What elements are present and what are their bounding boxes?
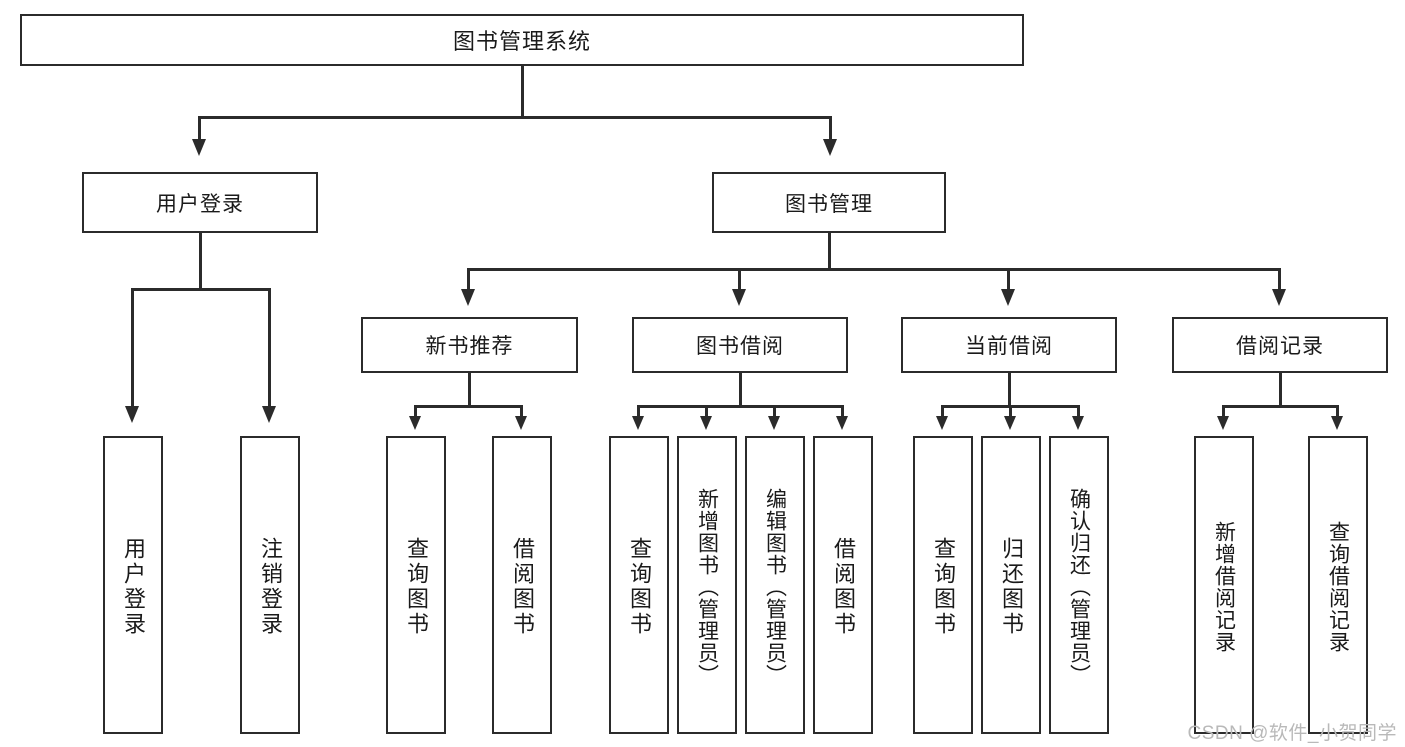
arrowhead-current-borrow-leaf-2 bbox=[1072, 416, 1084, 430]
connector-level3-drop-1 bbox=[738, 268, 741, 290]
connector-book-borrow-drop-2 bbox=[773, 405, 776, 417]
connector-root-stem bbox=[521, 66, 524, 116]
connector-current-borrow-drop-2 bbox=[1077, 405, 1080, 417]
leaf-book-borrow-2[interactable]: 编辑图书（管理员） bbox=[745, 436, 805, 734]
connector-borrow-record-bus bbox=[1222, 405, 1338, 408]
leaf-current-borrow-1[interactable]: 归还图书 bbox=[981, 436, 1041, 734]
arrowhead-current-borrow-leaf-0 bbox=[936, 416, 948, 430]
connector-level2-bus bbox=[198, 116, 832, 119]
arrowhead-new-book-leaf-1 bbox=[515, 416, 527, 430]
arrowhead-level3-3 bbox=[1272, 289, 1286, 306]
arrowhead-borrow-record-leaf-1 bbox=[1331, 416, 1343, 430]
connector-user-login-stem bbox=[199, 233, 202, 288]
node-root-book-management-system[interactable]: 图书管理系统 bbox=[20, 14, 1024, 66]
connector-level3-drop-3 bbox=[1278, 268, 1281, 290]
connector-book-borrow-bus bbox=[637, 405, 843, 408]
arrowhead-book-borrow-leaf-1 bbox=[700, 416, 712, 430]
connector-book-borrow-drop-0 bbox=[637, 405, 640, 417]
arrowhead-book-borrow-leaf-3 bbox=[836, 416, 848, 430]
leaf-borrow-record-0[interactable]: 新增借阅记录 bbox=[1194, 436, 1254, 734]
node-book-borrow[interactable]: 图书借阅 bbox=[632, 317, 848, 373]
connector-new-book-stem bbox=[468, 373, 471, 405]
arrowhead-new-book-leaf-0 bbox=[409, 416, 421, 430]
connector-new-book-drop-1 bbox=[520, 405, 523, 417]
connector-book-borrow-drop-3 bbox=[841, 405, 844, 417]
leaf-borrow-record-1[interactable]: 查询借阅记录 bbox=[1308, 436, 1368, 734]
arrowhead-user-login-leaf-0 bbox=[125, 406, 139, 423]
leaf-user-login-1[interactable]: 注销登录 bbox=[240, 436, 300, 734]
arrowhead-user-login-leaf-1 bbox=[262, 406, 276, 423]
connector-level2-drop-book-management bbox=[829, 116, 832, 141]
arrowhead-user-login bbox=[192, 139, 206, 156]
connector-user-login-bus bbox=[131, 288, 270, 291]
connector-user-login-drop-1 bbox=[268, 288, 271, 408]
connector-book-management-stem bbox=[828, 233, 831, 268]
leaf-book-borrow-3[interactable]: 借阅图书 bbox=[813, 436, 873, 734]
connector-book-borrow-drop-1 bbox=[705, 405, 708, 417]
connector-new-book-drop-0 bbox=[414, 405, 417, 417]
connector-level3-drop-0 bbox=[467, 268, 470, 290]
arrowhead-book-borrow-leaf-0 bbox=[632, 416, 644, 430]
connector-level3-bus bbox=[467, 268, 1281, 271]
arrowhead-current-borrow-leaf-1 bbox=[1004, 416, 1016, 430]
connector-level2-drop-user-login bbox=[198, 116, 201, 141]
node-current-borrow[interactable]: 当前借阅 bbox=[901, 317, 1117, 373]
leaf-book-borrow-1[interactable]: 新增图书（管理员） bbox=[677, 436, 737, 734]
csdn-watermark: CSDN @软件_小贺同学 bbox=[1187, 723, 1397, 744]
arrowhead-level3-0 bbox=[461, 289, 475, 306]
arrowhead-level3-1 bbox=[732, 289, 746, 306]
connector-book-borrow-stem bbox=[739, 373, 742, 405]
connector-level3-drop-2 bbox=[1007, 268, 1010, 290]
arrowhead-book-management bbox=[823, 139, 837, 156]
arrowhead-level3-2 bbox=[1001, 289, 1015, 306]
leaf-user-login-0[interactable]: 用户登录 bbox=[103, 436, 163, 734]
node-user-login[interactable]: 用户登录 bbox=[82, 172, 318, 233]
node-borrow-record[interactable]: 借阅记录 bbox=[1172, 317, 1388, 373]
connector-borrow-record-drop-1 bbox=[1336, 405, 1339, 417]
node-book-management[interactable]: 图书管理 bbox=[712, 172, 946, 233]
connector-new-book-bus bbox=[414, 405, 522, 408]
leaf-book-borrow-0[interactable]: 查询图书 bbox=[609, 436, 669, 734]
arrowhead-book-borrow-leaf-2 bbox=[768, 416, 780, 430]
connector-current-borrow-drop-1 bbox=[1009, 405, 1012, 417]
connector-borrow-record-stem bbox=[1279, 373, 1282, 405]
connector-borrow-record-drop-0 bbox=[1222, 405, 1225, 417]
arrowhead-borrow-record-leaf-0 bbox=[1217, 416, 1229, 430]
leaf-current-borrow-2[interactable]: 确认归还（管理员） bbox=[1049, 436, 1109, 734]
leaf-new-book-0[interactable]: 查询图书 bbox=[386, 436, 446, 734]
node-new-book-recommend[interactable]: 新书推荐 bbox=[361, 317, 578, 373]
leaf-new-book-1[interactable]: 借阅图书 bbox=[492, 436, 552, 734]
connector-user-login-drop-0 bbox=[131, 288, 134, 408]
leaf-current-borrow-0[interactable]: 查询图书 bbox=[913, 436, 973, 734]
connector-current-borrow-stem bbox=[1008, 373, 1011, 405]
connector-current-borrow-drop-0 bbox=[941, 405, 944, 417]
